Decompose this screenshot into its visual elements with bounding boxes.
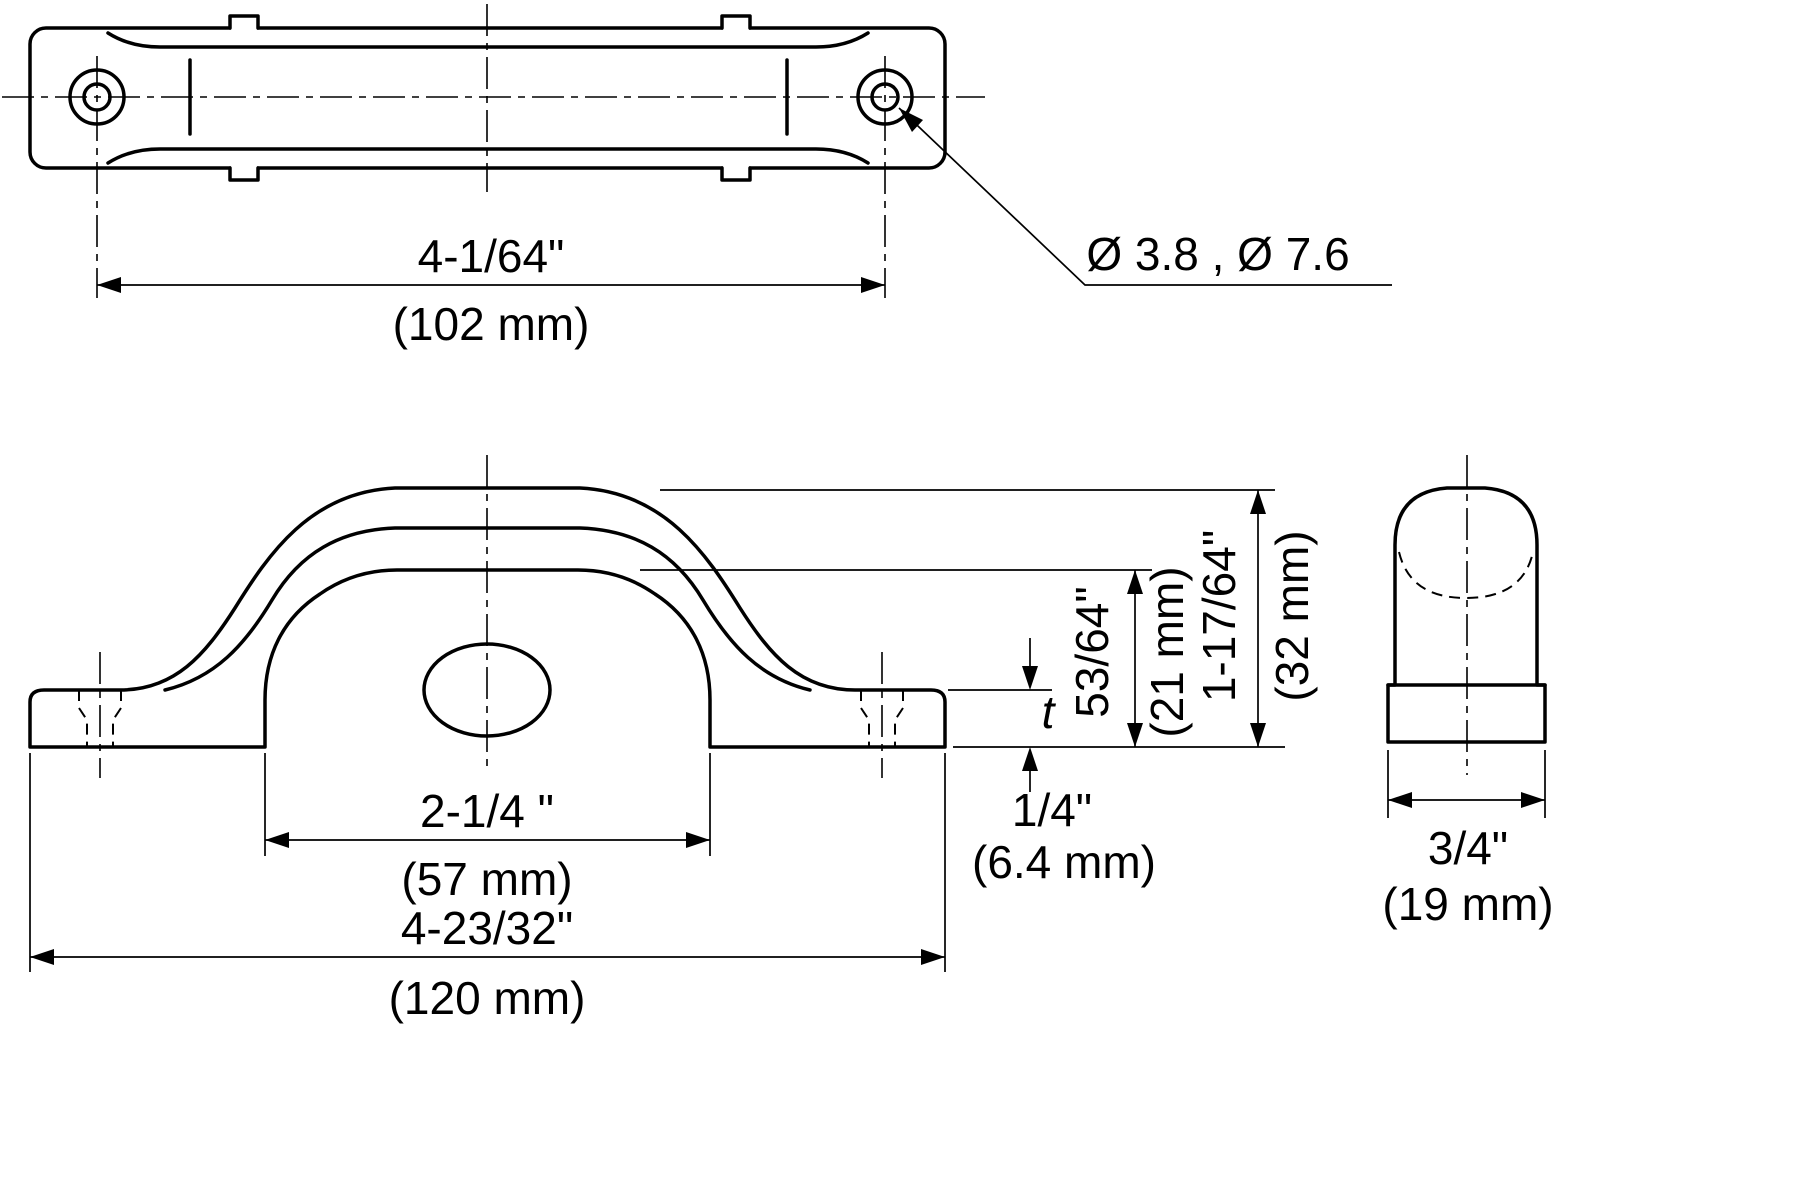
dim-label-mm: (19 mm) (1382, 878, 1553, 930)
dim-inner-width: 2-1/4 " (57 mm) (264, 753, 711, 905)
inner-edge-top (106, 31, 870, 49)
dim-hole-spacing: 4-1/64" (102 mm) (97, 230, 885, 350)
arrowhead-left (30, 949, 54, 965)
dim-label-inch: 53/64" (1066, 586, 1118, 717)
arrowhead-down (1022, 666, 1038, 690)
dim-label-inch: 3/4" (1428, 822, 1508, 874)
bottom-tab (228, 166, 260, 182)
dim-label-mm: (6.4 mm) (972, 836, 1156, 888)
dim-heights: 53/64" (21 mm) 1-17/64" (32 mm) (640, 489, 1318, 748)
hidden-grip-arc (1398, 551, 1534, 600)
dim-label-mm: (32 mm) (1266, 530, 1318, 701)
hole-diameter-label: Ø 3.8 , Ø 7.6 (1086, 228, 1349, 280)
dim-label-mm: (21 mm) (1141, 566, 1193, 737)
dim-thickness: t 1/4" (6.4 mm) (972, 638, 1156, 888)
top-view (2, 4, 985, 298)
arrowhead-left (97, 277, 121, 293)
leader-line (898, 107, 1392, 286)
arrowhead-right (686, 832, 710, 848)
dim-label-inch: 1-17/64" (1193, 530, 1245, 702)
front-view (28, 455, 947, 778)
hole-diameter-callout: Ø 3.8 , Ø 7.6 (898, 107, 1392, 286)
dim-label-mm: (57 mm) (401, 853, 572, 905)
hidden-hole-left (112, 690, 122, 747)
arrowhead-up (1250, 490, 1266, 514)
arrowhead-left (1388, 792, 1412, 808)
dim-label-inch: 4-1/64" (418, 230, 565, 282)
leader-arrowhead (899, 108, 923, 132)
arrowhead-right (1521, 792, 1545, 808)
hidden-hole-right (894, 690, 904, 747)
top-tab (720, 14, 752, 30)
top-tab (228, 14, 260, 30)
arrowhead-right (921, 949, 945, 965)
arrowhead-left (265, 832, 289, 848)
inner-edge-bottom (106, 147, 870, 165)
arrowhead-right (861, 277, 885, 293)
dim-side-width: 3/4" (19 mm) (1382, 750, 1554, 930)
dim-label-inch: 2-1/4 " (420, 785, 554, 837)
dim-overall-width: 4-23/32" (120 mm) (29, 753, 946, 1024)
hidden-hole-right (860, 690, 870, 747)
dim-label-inch: 1/4" (1012, 784, 1092, 836)
arrowhead-down (1250, 723, 1266, 747)
side-view (1386, 455, 1547, 775)
dim-label-mm: (120 mm) (389, 972, 586, 1024)
front-view-outline (28, 486, 947, 749)
hidden-hole-left (78, 690, 88, 747)
arrowhead-up (1022, 747, 1038, 771)
dim-label-mm: (102 mm) (393, 298, 590, 350)
bottom-tab (720, 166, 752, 182)
arrowhead-up (1127, 570, 1143, 594)
dim-label-inch: 4-23/32" (401, 902, 573, 954)
thickness-symbol: t (1042, 686, 1057, 738)
arrowhead-down (1127, 723, 1143, 747)
